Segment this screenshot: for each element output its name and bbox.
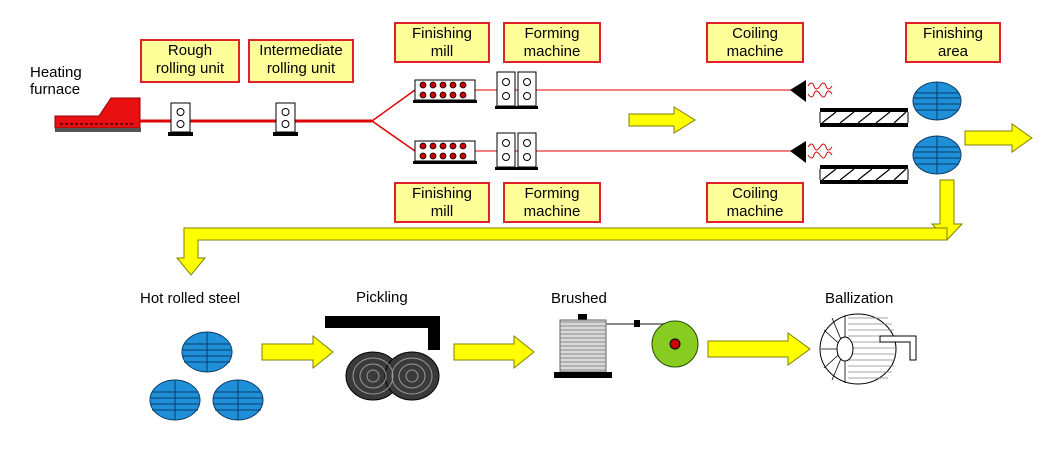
flow-arrow-return <box>175 179 964 276</box>
flow-arrow-bottom-3 <box>707 332 811 366</box>
forming-machine-top-icon <box>495 71 538 109</box>
finishing-mill-top-icon <box>413 79 477 103</box>
ballization-icon <box>819 313 917 385</box>
heating-furnace-icon <box>54 97 141 132</box>
heating-furnace-label: Heating furnace <box>30 64 82 98</box>
finishing-area-coil-top-icon <box>912 81 962 121</box>
flow-arrow-middle <box>628 106 696 134</box>
coiling-machine-top-icon <box>790 80 833 102</box>
pickling-icon <box>325 316 440 401</box>
ballization-label: Ballization <box>825 290 894 307</box>
flow-arrow-bottom-2 <box>453 334 535 370</box>
pickling-label: Pickling <box>356 289 408 306</box>
conveyor-top-icon <box>819 108 909 127</box>
hot-rolled-steel-label: Hot rolled steel <box>140 290 241 307</box>
coiling-machine-bottom-icon <box>790 141 833 163</box>
brushed-label: Brushed <box>551 290 607 307</box>
finishing-mill-bottom-icon <box>413 140 477 164</box>
conveyor-bottom-icon <box>819 165 909 184</box>
steel-line-branch-bottom <box>371 120 416 152</box>
brushed-icon <box>554 314 699 378</box>
flow-arrow-bottom-1 <box>261 334 334 370</box>
flow-arrow-right <box>964 123 1033 153</box>
intermediate-rolling-stand-icon <box>273 102 298 136</box>
forming-machine-bottom-icon <box>495 132 538 170</box>
finishing-area-coil-bottom-icon <box>912 135 962 175</box>
rough-rolling-stand-icon <box>168 102 193 136</box>
steel-line-branch-top <box>371 89 416 122</box>
hot-rolled-steel-coils-icon <box>149 331 264 421</box>
